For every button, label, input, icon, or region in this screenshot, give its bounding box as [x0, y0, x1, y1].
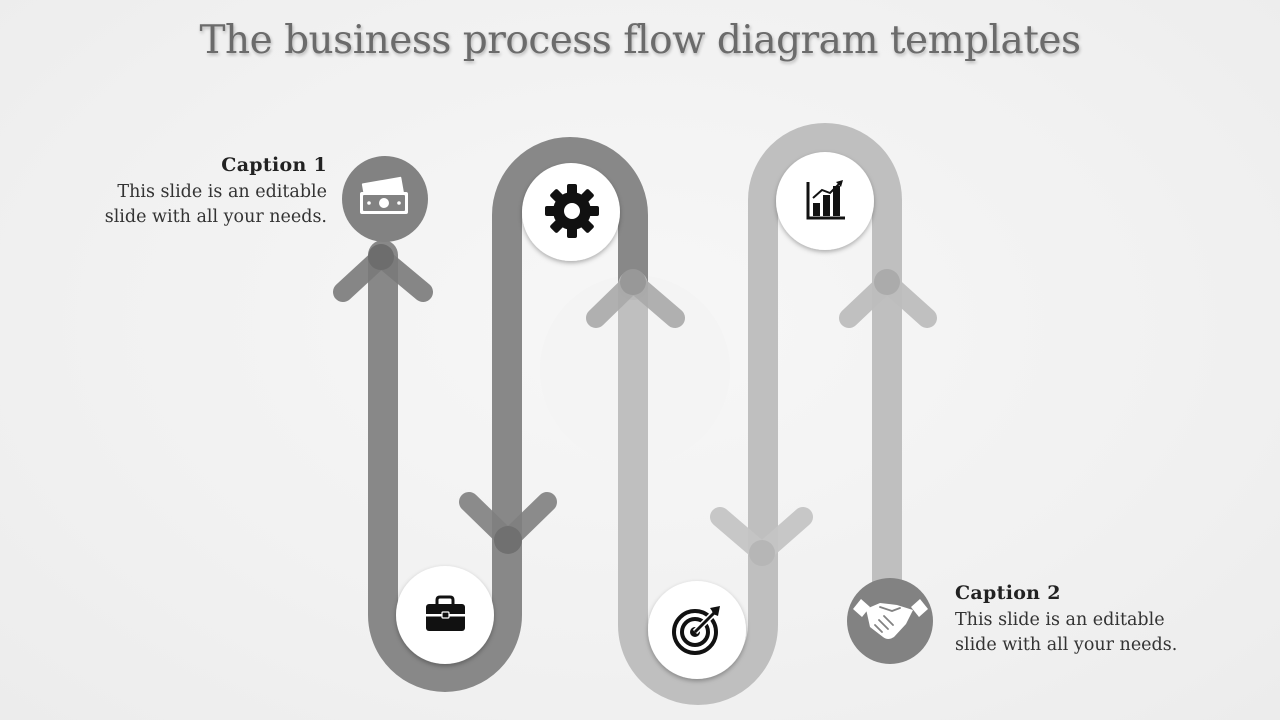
- bar-chart-icon: [806, 180, 845, 220]
- caption-2-text-line-2: slide with all your needs.: [955, 635, 1178, 655]
- arrow-up-1: [333, 244, 433, 302]
- flow-track-1: [368, 137, 648, 692]
- caption-1-text-line-1: This slide is an editable: [117, 182, 327, 202]
- caption-1-text-line-2: slide with all your needs.: [104, 207, 327, 227]
- caption-2-text-line-1: This slide is an editable: [955, 610, 1165, 630]
- arrow-up-3: [839, 269, 937, 328]
- step-target: [648, 581, 746, 679]
- caption-1-heading: Caption 1: [221, 154, 327, 176]
- step-bar-chart: [776, 152, 874, 250]
- arrow-up-2: [586, 269, 685, 328]
- arrow-down-2: [710, 507, 813, 566]
- caption-1-text: This slide is an editable slide with all …: [60, 180, 327, 230]
- step-handshake: [847, 578, 933, 664]
- step-briefcase: [396, 566, 494, 664]
- step-money: [342, 156, 428, 242]
- slide-title: The business process flow diagram templa…: [199, 18, 1081, 63]
- money-icon: [360, 176, 408, 214]
- gear-icon: [545, 184, 599, 238]
- arrow-down-1: [459, 492, 557, 554]
- briefcase-icon: [426, 595, 465, 631]
- caption-2: Caption 2 This slide is an editable slide…: [955, 582, 1215, 658]
- caption-2-heading: Caption 2: [955, 582, 1061, 604]
- target-icon: [672, 606, 720, 655]
- caption-1: Caption 1 This slide is an editable slide…: [60, 154, 327, 230]
- step-gear: [522, 163, 620, 261]
- handshake-icon: [853, 599, 928, 639]
- flow-track-2: [618, 123, 902, 705]
- caption-2-text: This slide is an editable slide with all …: [955, 608, 1215, 658]
